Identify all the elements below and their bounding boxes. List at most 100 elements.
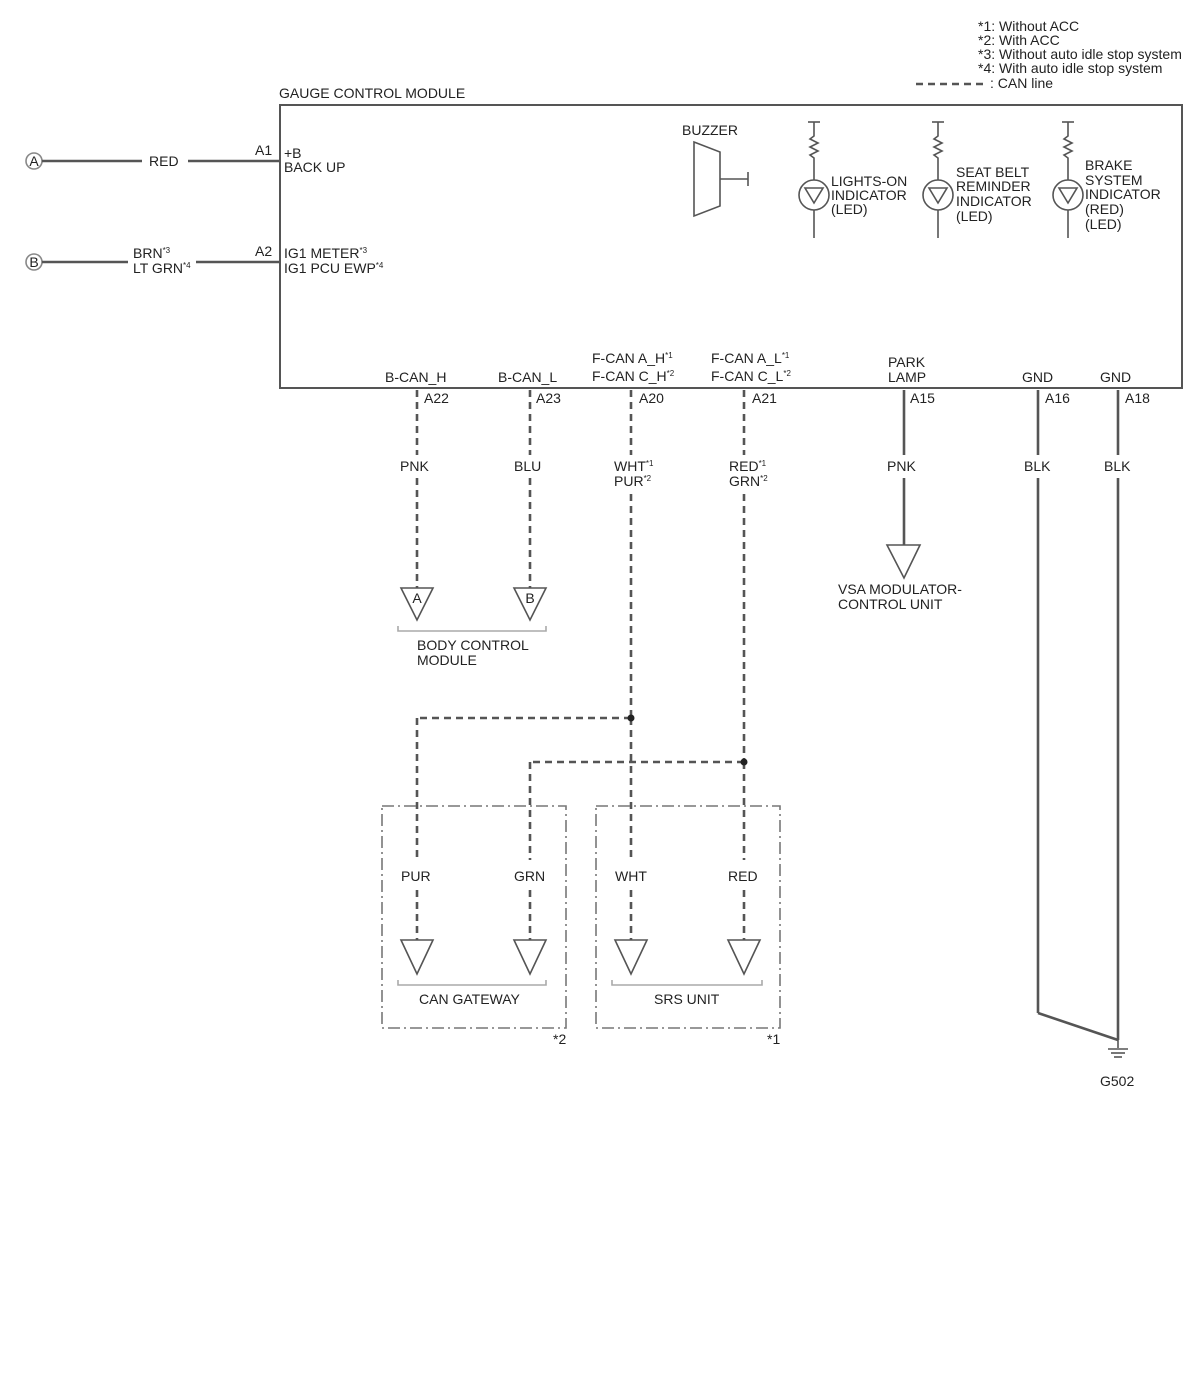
signal-f-can-l-2: F-CAN C_L*2 [711, 368, 791, 384]
vsa-label-2: CONTROL UNIT [838, 596, 943, 612]
input-b-wire-2: LT GRN*4 [133, 260, 191, 276]
b-can-h-wire: PNK [400, 390, 429, 588]
can-gateway-connector-1 [399, 939, 435, 976]
indicator-2-line-4: (LED) [956, 208, 993, 224]
junction-dot-h [627, 714, 635, 722]
pin-a20-label: A20 [639, 390, 664, 406]
module-title: GAUGE CONTROL MODULE [279, 85, 465, 101]
srs-unit-option-box [595, 805, 781, 1029]
wire-blu-a23: BLU [514, 458, 541, 474]
buzzer-label: BUZZER [682, 122, 738, 138]
buzzer-symbol: BUZZER [682, 122, 749, 218]
input-a-function-2: BACK UP [284, 159, 345, 175]
can-gateway: PUR GRN CAN GATEWAY *2 [381, 805, 567, 1047]
pin-a2-label: A2 [255, 243, 272, 259]
legend: *1: Without ACC *2: With ACC *3: Without… [916, 18, 1182, 91]
can-gateway-option-box [381, 805, 567, 1029]
brake-system-indicator-led: BRAKE SYSTEM INDICATOR (RED) (LED) [1052, 121, 1161, 238]
wire-a21-color-2: GRN*2 [729, 473, 768, 489]
input-a-function-1: +B [284, 145, 302, 161]
signal-b-can-l: B-CAN_L [498, 369, 557, 385]
can-gateway-label: CAN GATEWAY [419, 991, 521, 1007]
pin-a16-label: A16 [1045, 390, 1070, 406]
wire-blk-a18: BLK [1104, 458, 1131, 474]
indicator-3-line-4: (RED) [1085, 201, 1124, 217]
vsa-label-1: VSA MODULATOR- [838, 581, 962, 597]
can-gateway-connector-2 [512, 939, 548, 976]
pin-a22-label: A22 [424, 390, 449, 406]
signal-f-can-l-1: F-CAN A_L*1 [711, 350, 790, 366]
wire-blk-a16: BLK [1024, 458, 1051, 474]
can-gateway-wire-pur: PUR [401, 868, 431, 884]
ground-symbol-icon [1108, 1048, 1128, 1058]
ground-wires: BLK BLK [1024, 390, 1131, 1048]
signal-b-can-h: B-CAN_H [385, 369, 446, 385]
junction-dot-l [740, 758, 748, 766]
pin-a18-label: A18 [1125, 390, 1150, 406]
srs-wire-red: RED [728, 868, 758, 884]
srs-unit-label: SRS UNIT [654, 991, 720, 1007]
indicator-3-line-3: INDICATOR [1085, 186, 1161, 202]
connector-a-arrow [399, 587, 435, 622]
srs-connector-1 [613, 939, 649, 976]
wire-a20-color-2: PUR*2 [614, 473, 652, 489]
indicator-1-line-3: (LED) [831, 201, 868, 217]
bcm-connector-a: A [412, 590, 422, 606]
f-can-l-wire: RED*1 GRN*2 [528, 390, 768, 860]
indicator-1-line-1: LIGHTS-ON [831, 173, 907, 189]
ground-label: G502 [1100, 1073, 1134, 1089]
input-b-function-2: IG1 PCU EWP*4 [284, 260, 384, 276]
srs-unit: WHT RED SRS UNIT *1 [595, 805, 781, 1047]
signal-gnd-a16: GND [1022, 369, 1053, 385]
wire-a21-color-1: RED*1 [729, 458, 767, 474]
indicator-2-line-1: SEAT BELT [956, 164, 1030, 180]
can-gateway-wire-grn: GRN [514, 868, 545, 884]
srs-wire-wht: WHT [615, 868, 647, 884]
indicator-1-line-2: INDICATOR [831, 187, 907, 203]
b-can-l-wire: BLU [514, 390, 541, 588]
indicator-3-line-2: SYSTEM [1085, 172, 1143, 188]
signal-park-lamp-1: PARK [888, 354, 926, 370]
legend-note-4: *4: With auto idle stop system [978, 60, 1162, 76]
f-can-h-wire: WHT*1 PUR*2 [415, 390, 654, 860]
indicator-2-line-3: INDICATOR [956, 193, 1032, 209]
legend-note-3: *3: Without auto idle stop system [978, 46, 1182, 62]
connector-b-letter: B [29, 254, 38, 270]
signal-f-can-h-2: F-CAN C_H*2 [592, 368, 675, 384]
input-b-circuit: B BRN*3 LT GRN*4 A2 IG1 METER*3 IG1 PCU … [25, 243, 384, 276]
input-b-function-1: IG1 METER*3 [284, 245, 368, 261]
can-gateway-note: *2 [553, 1031, 566, 1047]
pin-a15-label: A15 [910, 390, 935, 406]
bcm-label-1: BODY CONTROL [417, 637, 529, 653]
seat-belt-reminder-indicator-led: SEAT BELT REMINDER INDICATOR (LED) [922, 121, 1032, 238]
wire-pnk-a15: PNK [887, 458, 916, 474]
pin-a23-label: A23 [536, 390, 561, 406]
srs-unit-note: *1 [767, 1031, 780, 1047]
legend-note-2: *2: With ACC [978, 32, 1060, 48]
input-a-wire-color: RED [149, 153, 179, 169]
indicator-3-line-1: BRAKE [1085, 157, 1132, 173]
legend-can-line-label: : CAN line [990, 75, 1053, 91]
vsa-connector-arrow [885, 544, 922, 580]
input-b-wire-1: BRN*3 [133, 245, 171, 261]
indicator-3-line-5: (LED) [1085, 216, 1122, 232]
srs-connector-2 [726, 939, 762, 976]
park-lamp-wire: PNK VSA MODULATOR- CONTROL UNIT [838, 390, 962, 612]
pin-a1-label: A1 [255, 142, 272, 158]
lights-on-indicator-led: LIGHTS-ON INDICATOR (LED) [798, 121, 907, 238]
wire-pnk-a22: PNK [400, 458, 429, 474]
input-a-circuit: A RED A1 +B BACK UP [25, 142, 345, 175]
legend-note-1: *1: Without ACC [978, 18, 1079, 34]
gauge-control-module-box [279, 104, 1183, 389]
body-control-module: A B BODY CONTROL MODULE [397, 587, 548, 668]
wire-a20-color-1: WHT*1 [614, 458, 654, 474]
signal-park-lamp-2: LAMP [888, 369, 926, 385]
bcm-label-2: MODULE [417, 652, 477, 668]
connector-a-letter: A [29, 153, 39, 169]
pin-a21-label: A21 [752, 390, 777, 406]
connector-b-arrow [512, 587, 548, 622]
indicator-2-line-2: REMINDER [956, 178, 1031, 194]
signal-gnd-a18: GND [1100, 369, 1131, 385]
signal-f-can-h-1: F-CAN A_H*1 [592, 350, 673, 366]
